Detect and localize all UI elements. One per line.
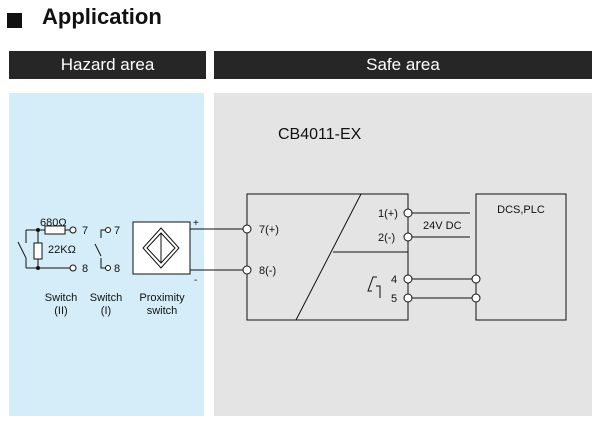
switch-i-contact-icon (94, 243, 102, 257)
proximity-minus: - (194, 275, 197, 286)
module-input-plus: 7(+) (259, 224, 279, 236)
module-input-minus: 8(-) (259, 265, 276, 277)
hazard-area-header: Hazard area (9, 51, 206, 79)
dcs-terminal-b (471, 293, 481, 303)
switch-ii-circuit (17, 225, 70, 269)
terminal-8-ii (69, 264, 77, 272)
page-title: Application (42, 4, 162, 29)
relay-contact-icon (367, 276, 381, 298)
terminal-8-i (105, 265, 111, 271)
module-output-5: 5 (391, 293, 397, 305)
terminal-1-plus (403, 208, 413, 218)
junction-dot (36, 266, 40, 270)
switch-i-term-7: 7 (114, 225, 120, 237)
proximity-plus: + (193, 218, 199, 229)
switch-i-circuit (94, 229, 106, 269)
dcs-terminal-a (471, 274, 481, 284)
safe-area-panel (214, 93, 592, 416)
terminal-7-ii (69, 226, 77, 234)
module-name: CB4011-EX (278, 126, 362, 143)
dcs-plc-label: DCS,PLC (497, 204, 545, 216)
module-power-plus: 1(+) (378, 208, 398, 220)
switch-ii-term-7: 7 (82, 225, 88, 237)
resistor-22k-label: 22KΩ (48, 244, 76, 256)
module-divider-diagonal (295, 193, 362, 321)
junction-dot (36, 228, 40, 232)
switch-ii-term-8: 8 (82, 263, 88, 275)
module-output-4: 4 (391, 274, 397, 286)
terminal-2-minus (403, 232, 413, 242)
switch-i-caption-1: Switch (90, 292, 122, 304)
resistor-680-label: 680Ω (40, 217, 67, 229)
power-label: 24V DC (423, 220, 462, 232)
proximity-caption-2: switch (147, 305, 178, 317)
terminal-8-minus (242, 265, 252, 275)
switch-ii-caption-1: Switch (45, 292, 77, 304)
terminal-4 (403, 274, 413, 284)
resistor-22k-icon (33, 242, 43, 260)
module-box (246, 193, 409, 321)
switch-i-caption-2: (I) (101, 305, 111, 317)
terminal-7-i (105, 227, 111, 233)
safe-area-header: Safe area (214, 51, 592, 79)
terminal-5 (403, 293, 413, 303)
switch-ii-caption-2: (II) (54, 305, 67, 317)
switch-ii-contact-icon (17, 241, 27, 259)
title-square-icon (7, 13, 22, 28)
proximity-sensor-icon (142, 227, 180, 269)
dcs-plc-box (475, 193, 567, 321)
proximity-caption-1: Proximity (139, 292, 185, 304)
terminal-7-plus (242, 224, 252, 234)
module-power-minus: 2(-) (378, 232, 395, 244)
switch-i-term-8: 8 (114, 263, 120, 275)
